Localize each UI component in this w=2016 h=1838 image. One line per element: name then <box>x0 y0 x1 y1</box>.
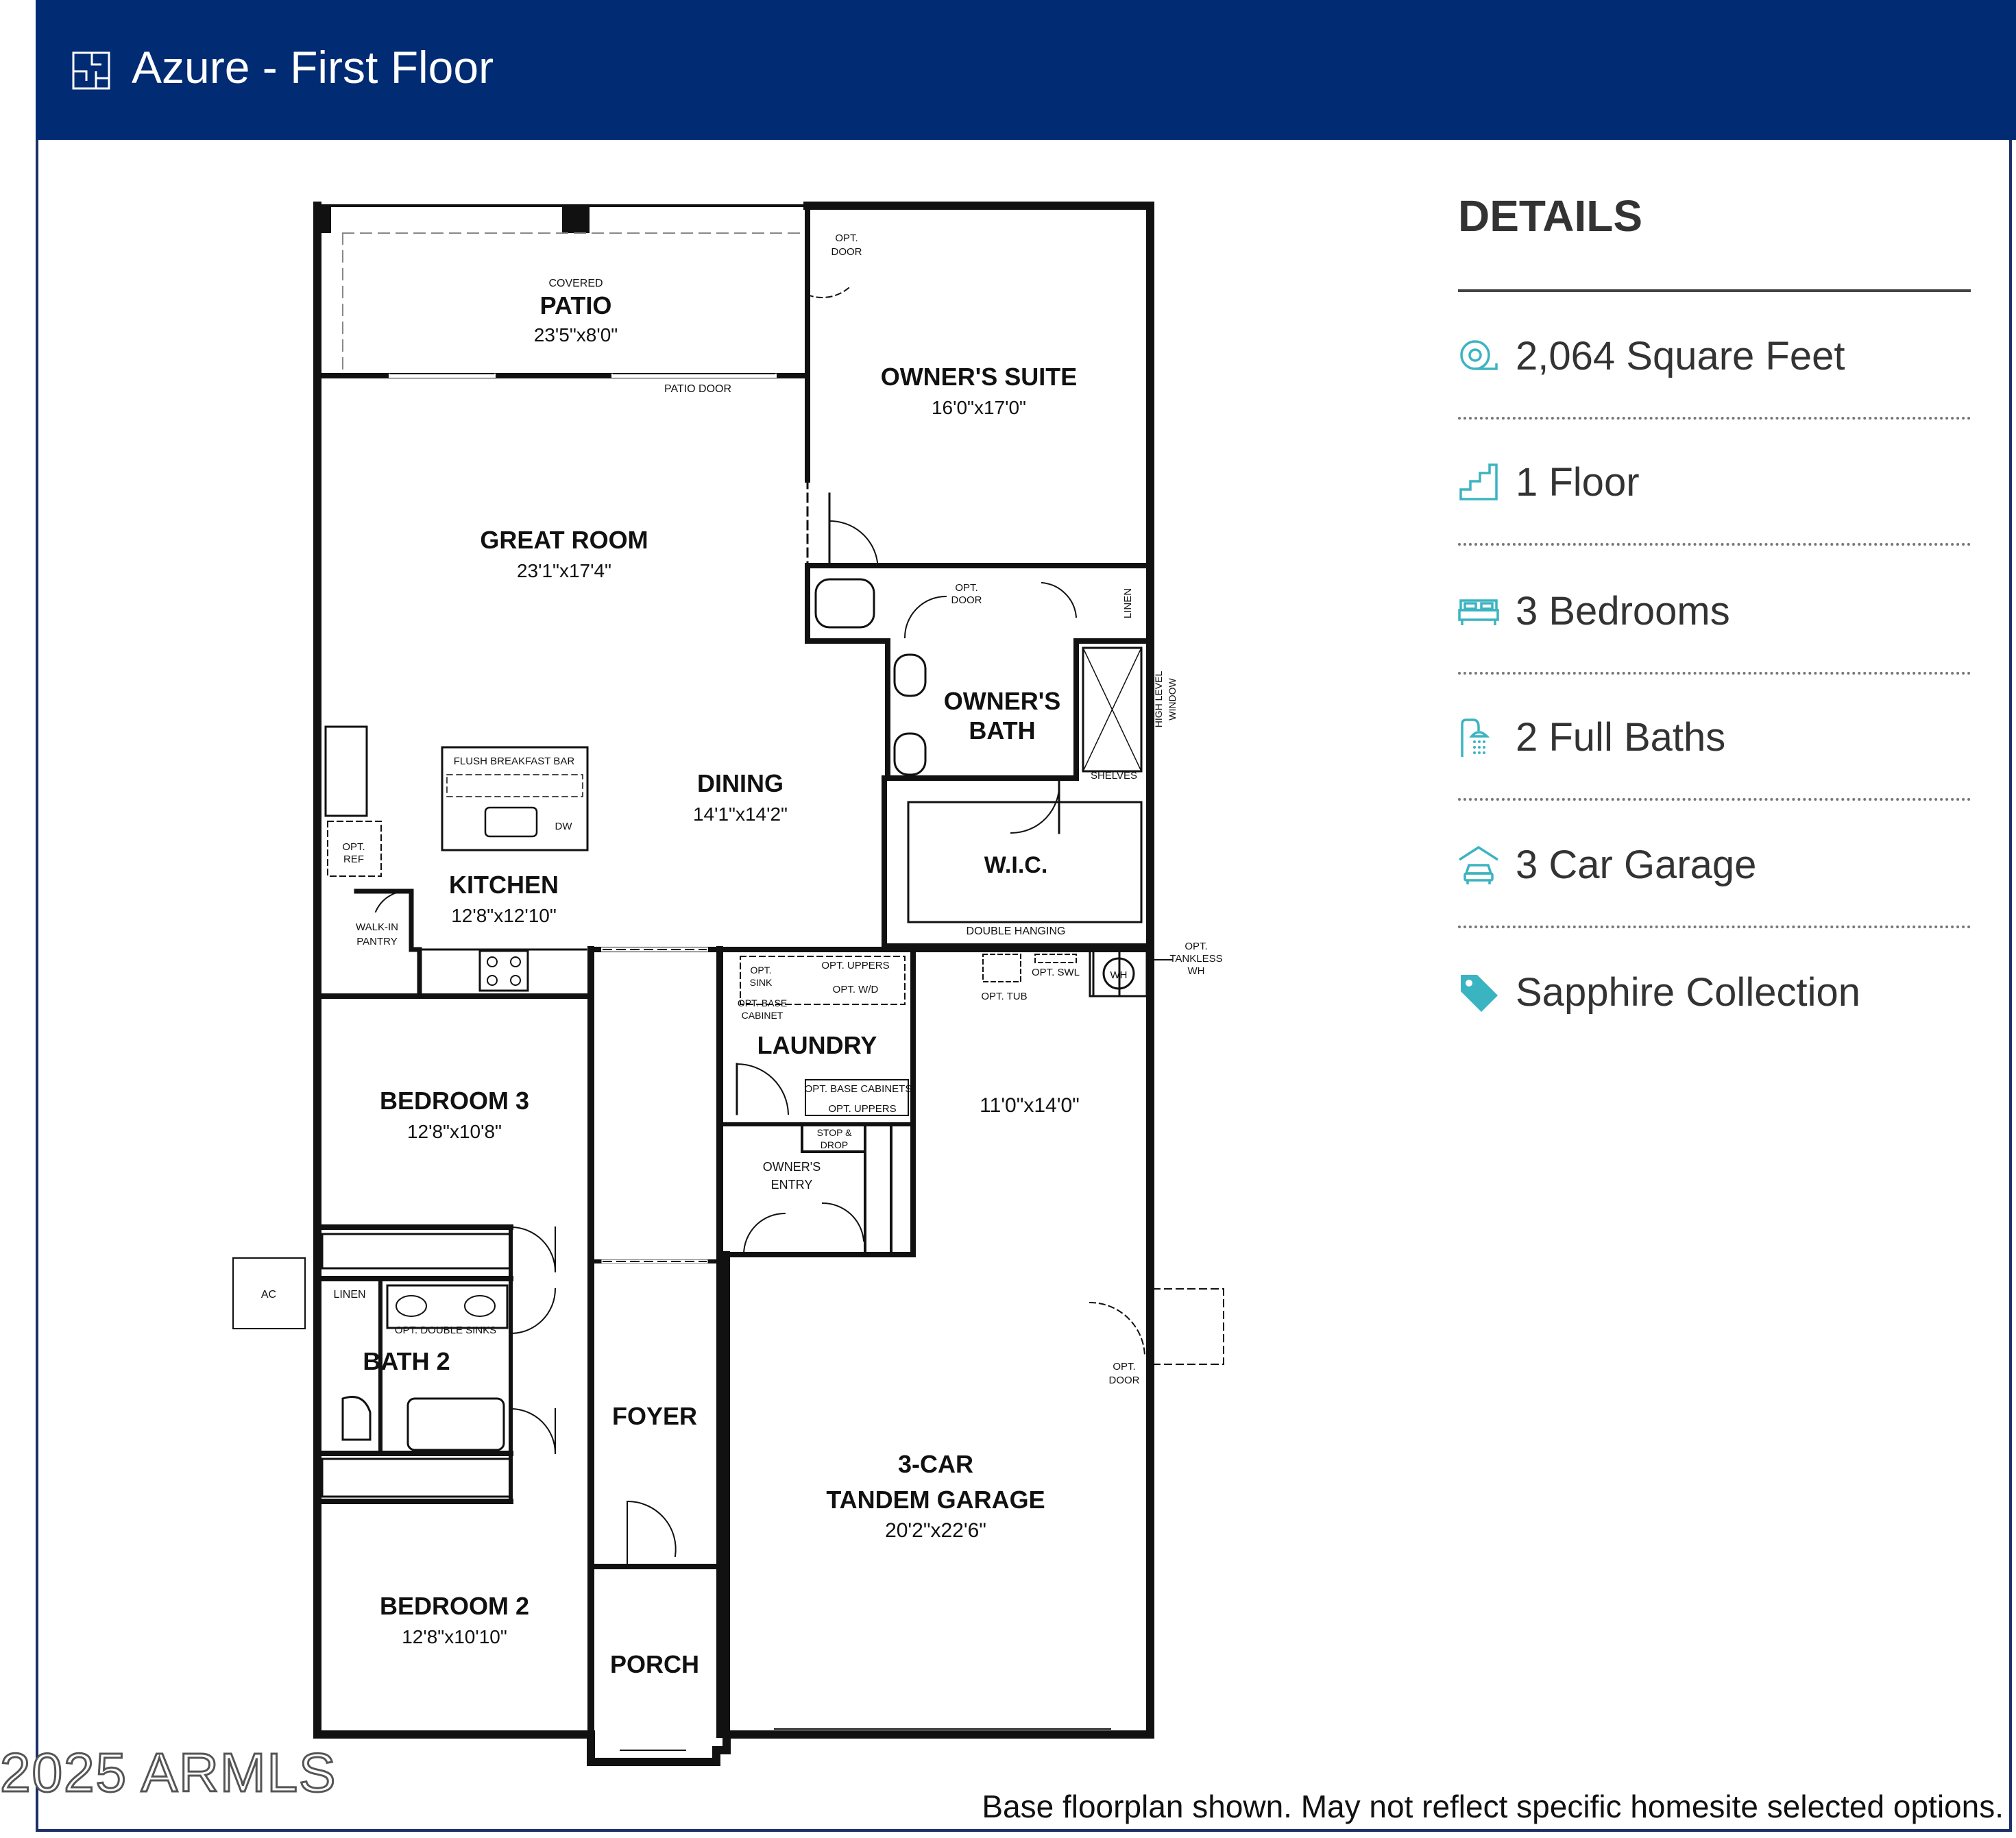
detail-divider <box>1458 417 1971 420</box>
opt-tankless-label-2: TANKLESS <box>1169 953 1222 965</box>
kitchen-dim: 12'8"x12'10" <box>451 905 557 926</box>
walk-in-label: WALK-IN <box>356 921 398 933</box>
porch-label: PORCH <box>610 1650 699 1678</box>
cabinet-label: CABINET <box>742 1010 784 1021</box>
linen-label-bath2: LINEN <box>333 1289 365 1301</box>
bedroom3-dim: 12'8"x10'8" <box>407 1121 502 1142</box>
opt-base-label: OPT. BASE <box>738 997 787 1008</box>
owners-entry-label-1: OWNER'S <box>763 1160 821 1174</box>
owners-suite-dim: 16'0"x17'0" <box>932 397 1026 418</box>
opt-door-suite-1: OPT. <box>835 232 858 244</box>
details-heading: DETAILS <box>1458 191 1643 241</box>
patio-label: PATIO <box>540 291 612 319</box>
opt-uppers-label: OPT. UPPERS <box>821 960 889 971</box>
bed-icon <box>1458 599 1499 625</box>
patio-covered-label: COVERED <box>548 278 603 289</box>
opt-tankless-label-1: OPT. <box>1185 941 1207 952</box>
details-divider <box>1458 289 1971 292</box>
ac-label: AC <box>261 1289 276 1301</box>
great-room-dim: 23'1"x17'4" <box>517 560 611 581</box>
bath2-label: BATH 2 <box>363 1347 450 1375</box>
detail-garage: 3 Car Garage <box>1458 843 1971 971</box>
shower-icon <box>1461 718 1490 757</box>
opt-sink-label-2: SINK <box>750 977 773 988</box>
page-title: Azure - First Floor <box>132 42 494 93</box>
copyright-watermark: 2025 ARMLS <box>0 1741 337 1804</box>
tag-icon <box>1461 975 1498 1012</box>
opt-door-bath-2: DOOR <box>951 594 982 606</box>
stairs-icon <box>1459 463 1498 500</box>
detail-divider <box>1458 543 1971 546</box>
patio-dim: 23'5"x8'0" <box>534 324 618 346</box>
garage-car-icon <box>1459 845 1498 884</box>
page-frame <box>36 0 2012 1832</box>
high-level-label: HIGH LEVEL <box>1153 671 1164 728</box>
bedroom2-label: BEDROOM 2 <box>380 1592 529 1620</box>
opt-base-cabinets-label: OPT. BASE CABINETS <box>805 1083 912 1095</box>
opt-sink-label-1: OPT. <box>750 965 771 976</box>
opt-double-sinks-label: OPT. DOUBLE SINKS <box>395 1325 496 1336</box>
wic-label: W.I.C. <box>984 852 1048 878</box>
dishwasher-label: DW <box>555 821 573 832</box>
dining-dim: 14'1"x14'2" <box>693 803 788 825</box>
patio-door-label: PATIO DOOR <box>664 383 731 395</box>
owners-suite-label: OWNER'S SUITE <box>881 363 1078 391</box>
detail-baths: 2 Full Baths <box>1458 715 1971 843</box>
detail-collection-text: Sapphire Collection <box>1516 970 1860 1015</box>
garage-ext-dim: 11'0"x14'0" <box>980 1094 1080 1117</box>
garage-dim: 20'2"x22'6" <box>885 1519 986 1542</box>
opt-ref-label-1: OPT. <box>342 841 365 853</box>
opt-tankless-label-3: WH <box>1188 965 1205 977</box>
detail-divider <box>1458 798 1971 801</box>
opt-door-garage-2: DOOR <box>1109 1375 1140 1386</box>
breakfast-bar-label: FLUSH BREAKFAST BAR <box>454 755 575 767</box>
detail-floors: 1 Floor <box>1458 460 1971 588</box>
detail-baths-text: 2 Full Baths <box>1516 715 1726 760</box>
owners-bath-label-2: BATH <box>969 716 1035 745</box>
detail-bedrooms-text: 3 Bedrooms <box>1516 589 1730 633</box>
stop-drop-label-1: STOP & <box>817 1127 853 1138</box>
opt-ref-label-2: REF <box>343 854 364 865</box>
detail-garage-text: 3 Car Garage <box>1516 843 1757 887</box>
opt-swl-label: OPT. SWL <box>1032 967 1080 978</box>
detail-floors-text: 1 Floor <box>1516 460 1640 505</box>
tape-measure-icon <box>1460 340 1498 370</box>
detail-collection: Sapphire Collection <box>1458 970 1971 1098</box>
detail-bedrooms: 3 Bedrooms <box>1458 589 1971 717</box>
owners-entry-label-2: ENTRY <box>771 1178 813 1192</box>
opt-wd-label: OPT. W/D <box>833 984 879 995</box>
dining-label: DINING <box>697 769 784 797</box>
shelves-label: SHELVES <box>1091 770 1137 782</box>
owners-bath-label-1: OWNER'S <box>944 687 1061 715</box>
bedroom2-dim: 12'8"x10'10" <box>402 1626 507 1647</box>
detail-divider <box>1458 672 1971 675</box>
title-bar <box>36 0 2016 140</box>
garage-label-1: 3-CAR <box>898 1450 973 1478</box>
floorplan-icon <box>72 51 110 90</box>
garage-label-2: TANDEM GARAGE <box>826 1486 1045 1514</box>
double-hanging-label: DOUBLE HANGING <box>967 926 1066 937</box>
stop-drop-label-2: DROP <box>821 1139 848 1150</box>
opt-door-suite-2: DOOR <box>831 246 862 258</box>
kitchen-label: KITCHEN <box>449 871 559 899</box>
pantry-label: PANTRY <box>356 936 397 947</box>
linen-label-suite: LINEN <box>1122 588 1134 618</box>
disclaimer-text: Base floorplan shown. May not reflect sp… <box>982 1789 2004 1824</box>
opt-tub-label: OPT. TUB <box>981 991 1027 1002</box>
opt-door-bath-1: OPT. <box>955 582 977 594</box>
laundry-label: LAUNDRY <box>757 1031 877 1059</box>
opt-door-garage-1: OPT. <box>1113 1361 1135 1373</box>
water-heater-label: WH <box>1110 969 1128 981</box>
great-room-label: GREAT ROOM <box>480 526 648 554</box>
detail-divider <box>1458 926 1971 928</box>
detail-square-feet-text: 2,064 Square Feet <box>1516 334 1845 378</box>
bedroom3-label: BEDROOM 3 <box>380 1087 529 1115</box>
foyer-label: FOYER <box>612 1402 697 1430</box>
detail-square-feet: 2,064 Square Feet <box>1458 334 1971 462</box>
window-label: WINDOW <box>1167 678 1178 721</box>
opt-uppers-lower-label: OPT. UPPERS <box>828 1103 896 1115</box>
